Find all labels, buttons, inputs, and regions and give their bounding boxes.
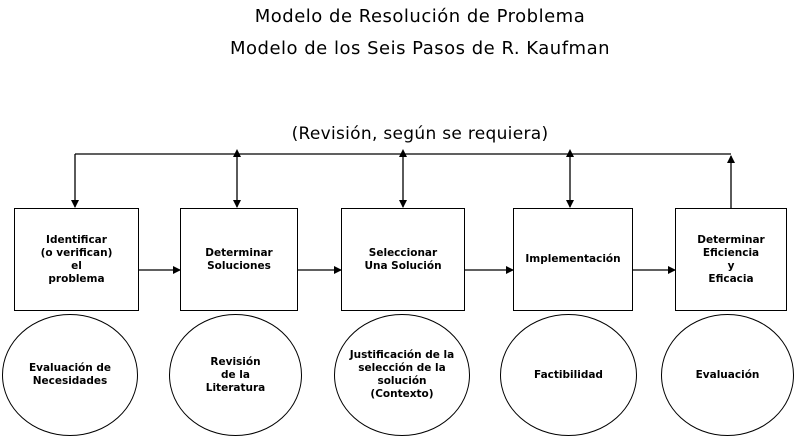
oval-factibilidad: Factibilidad: [500, 314, 637, 436]
oval-revision-literatura: Revisión de la Literatura: [169, 314, 302, 436]
revision-loop-label: (Revisión, según se requiera): [291, 124, 549, 144]
diagram-subtitle: Modelo de los Seis Pasos de R. Kaufman: [229, 38, 611, 59]
oval-justificacion: Justificación de la selección de la solu…: [334, 314, 470, 436]
oval-evaluacion: Evaluación: [661, 314, 794, 436]
oval-evaluacion-necesidades: Evaluación de Necesidades: [2, 314, 138, 436]
step-box-identificar: Identificar (o verifican) el problema: [14, 208, 139, 311]
diagram-title: Modelo de Resolución de Problema: [254, 6, 586, 27]
step-box-implementacion: Implementación: [513, 208, 633, 311]
step-box-determinar-soluciones: Determinar Soluciones: [180, 208, 298, 311]
step-box-determinar-eficiencia: Determinar Eficiencia y Eficacia: [675, 208, 787, 311]
step-box-seleccionar: Seleccionar Una Solución: [341, 208, 465, 311]
